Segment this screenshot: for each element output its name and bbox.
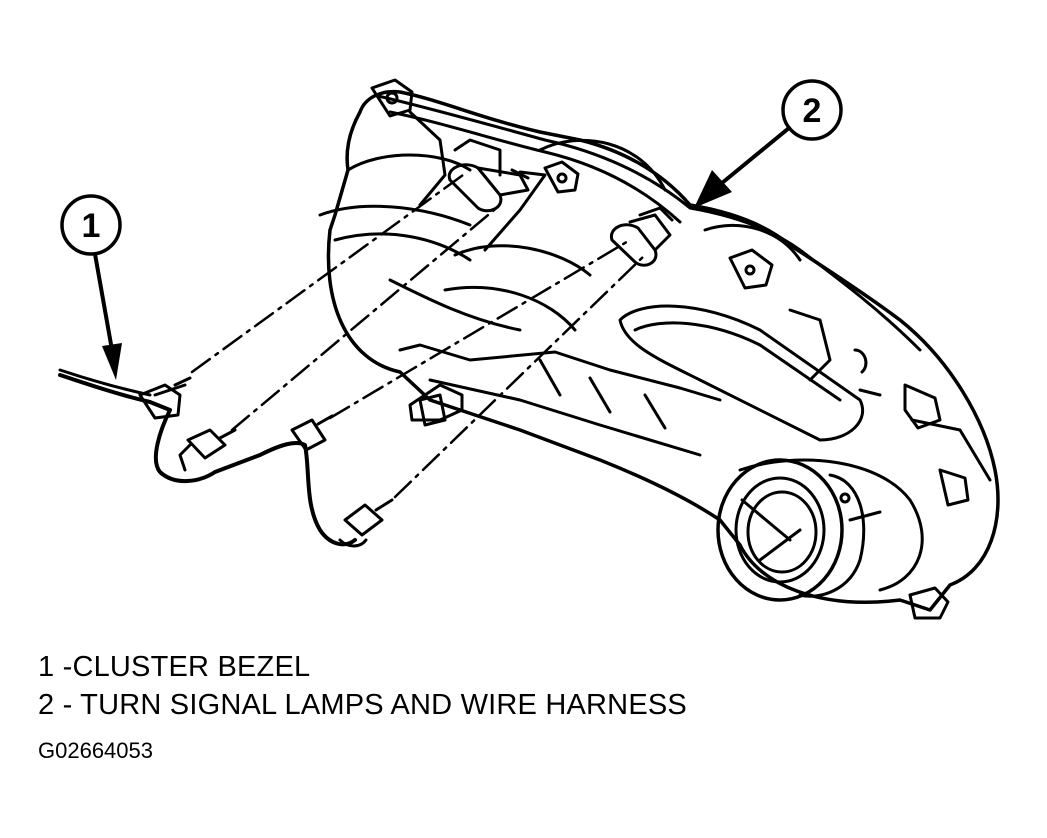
legend-item-2: 2 - TURN SIGNAL LAMPS AND WIRE HARNESS	[38, 689, 687, 721]
callout-2-arrowhead	[694, 170, 732, 208]
callout-1-arrowhead	[102, 343, 122, 380]
cluster-bezel-body	[318, 78, 1000, 612]
left-pod-arc	[346, 153, 472, 172]
bezel-rim-inner	[388, 110, 682, 224]
mid-mount-tab	[543, 160, 580, 194]
callout-2-number: 2	[803, 92, 822, 130]
right-mount-tab	[728, 248, 774, 290]
wire-harness	[58, 368, 394, 548]
top-mount-tab	[370, 78, 414, 118]
figure-id: G02664053	[38, 738, 153, 763]
bezel-lower-channel	[398, 343, 722, 402]
center-pod-arc	[538, 138, 667, 192]
lamp-socket-left	[447, 163, 530, 213]
partition-left	[408, 110, 447, 207]
callout-1-leader	[93, 252, 114, 352]
bezel-outline	[326, 89, 1000, 612]
right-pod-arc	[703, 223, 802, 262]
callout-2: 2	[694, 79, 843, 208]
callout-1-number: 1	[82, 207, 101, 245]
harness-connector	[138, 383, 182, 420]
air-vent-round	[716, 458, 950, 620]
lamp-bulb-1	[178, 428, 237, 472]
bezel-top-rim	[376, 94, 922, 352]
callout-1: 1	[60, 194, 122, 380]
harness-wire-main	[58, 373, 357, 547]
lamp-bulb-3	[338, 498, 394, 548]
lower-tab	[408, 383, 464, 422]
right-cavity	[618, 304, 864, 442]
callout-1-circle	[60, 194, 122, 256]
callout-2-circle	[781, 79, 843, 141]
partition-center	[483, 170, 547, 252]
legend: 1 -CLUSTER BEZEL 2 - TURN SIGNAL LAMPS A…	[38, 648, 687, 724]
bottom-mount-tab	[908, 586, 950, 620]
lamp-socket-right	[609, 206, 674, 267]
alignment-lines	[190, 173, 647, 499]
callout-2-leader	[720, 126, 791, 185]
legend-item-1: 1 -CLUSTER BEZEL	[38, 651, 311, 683]
cluster-bezel-illustration: 1 2	[58, 78, 1000, 620]
